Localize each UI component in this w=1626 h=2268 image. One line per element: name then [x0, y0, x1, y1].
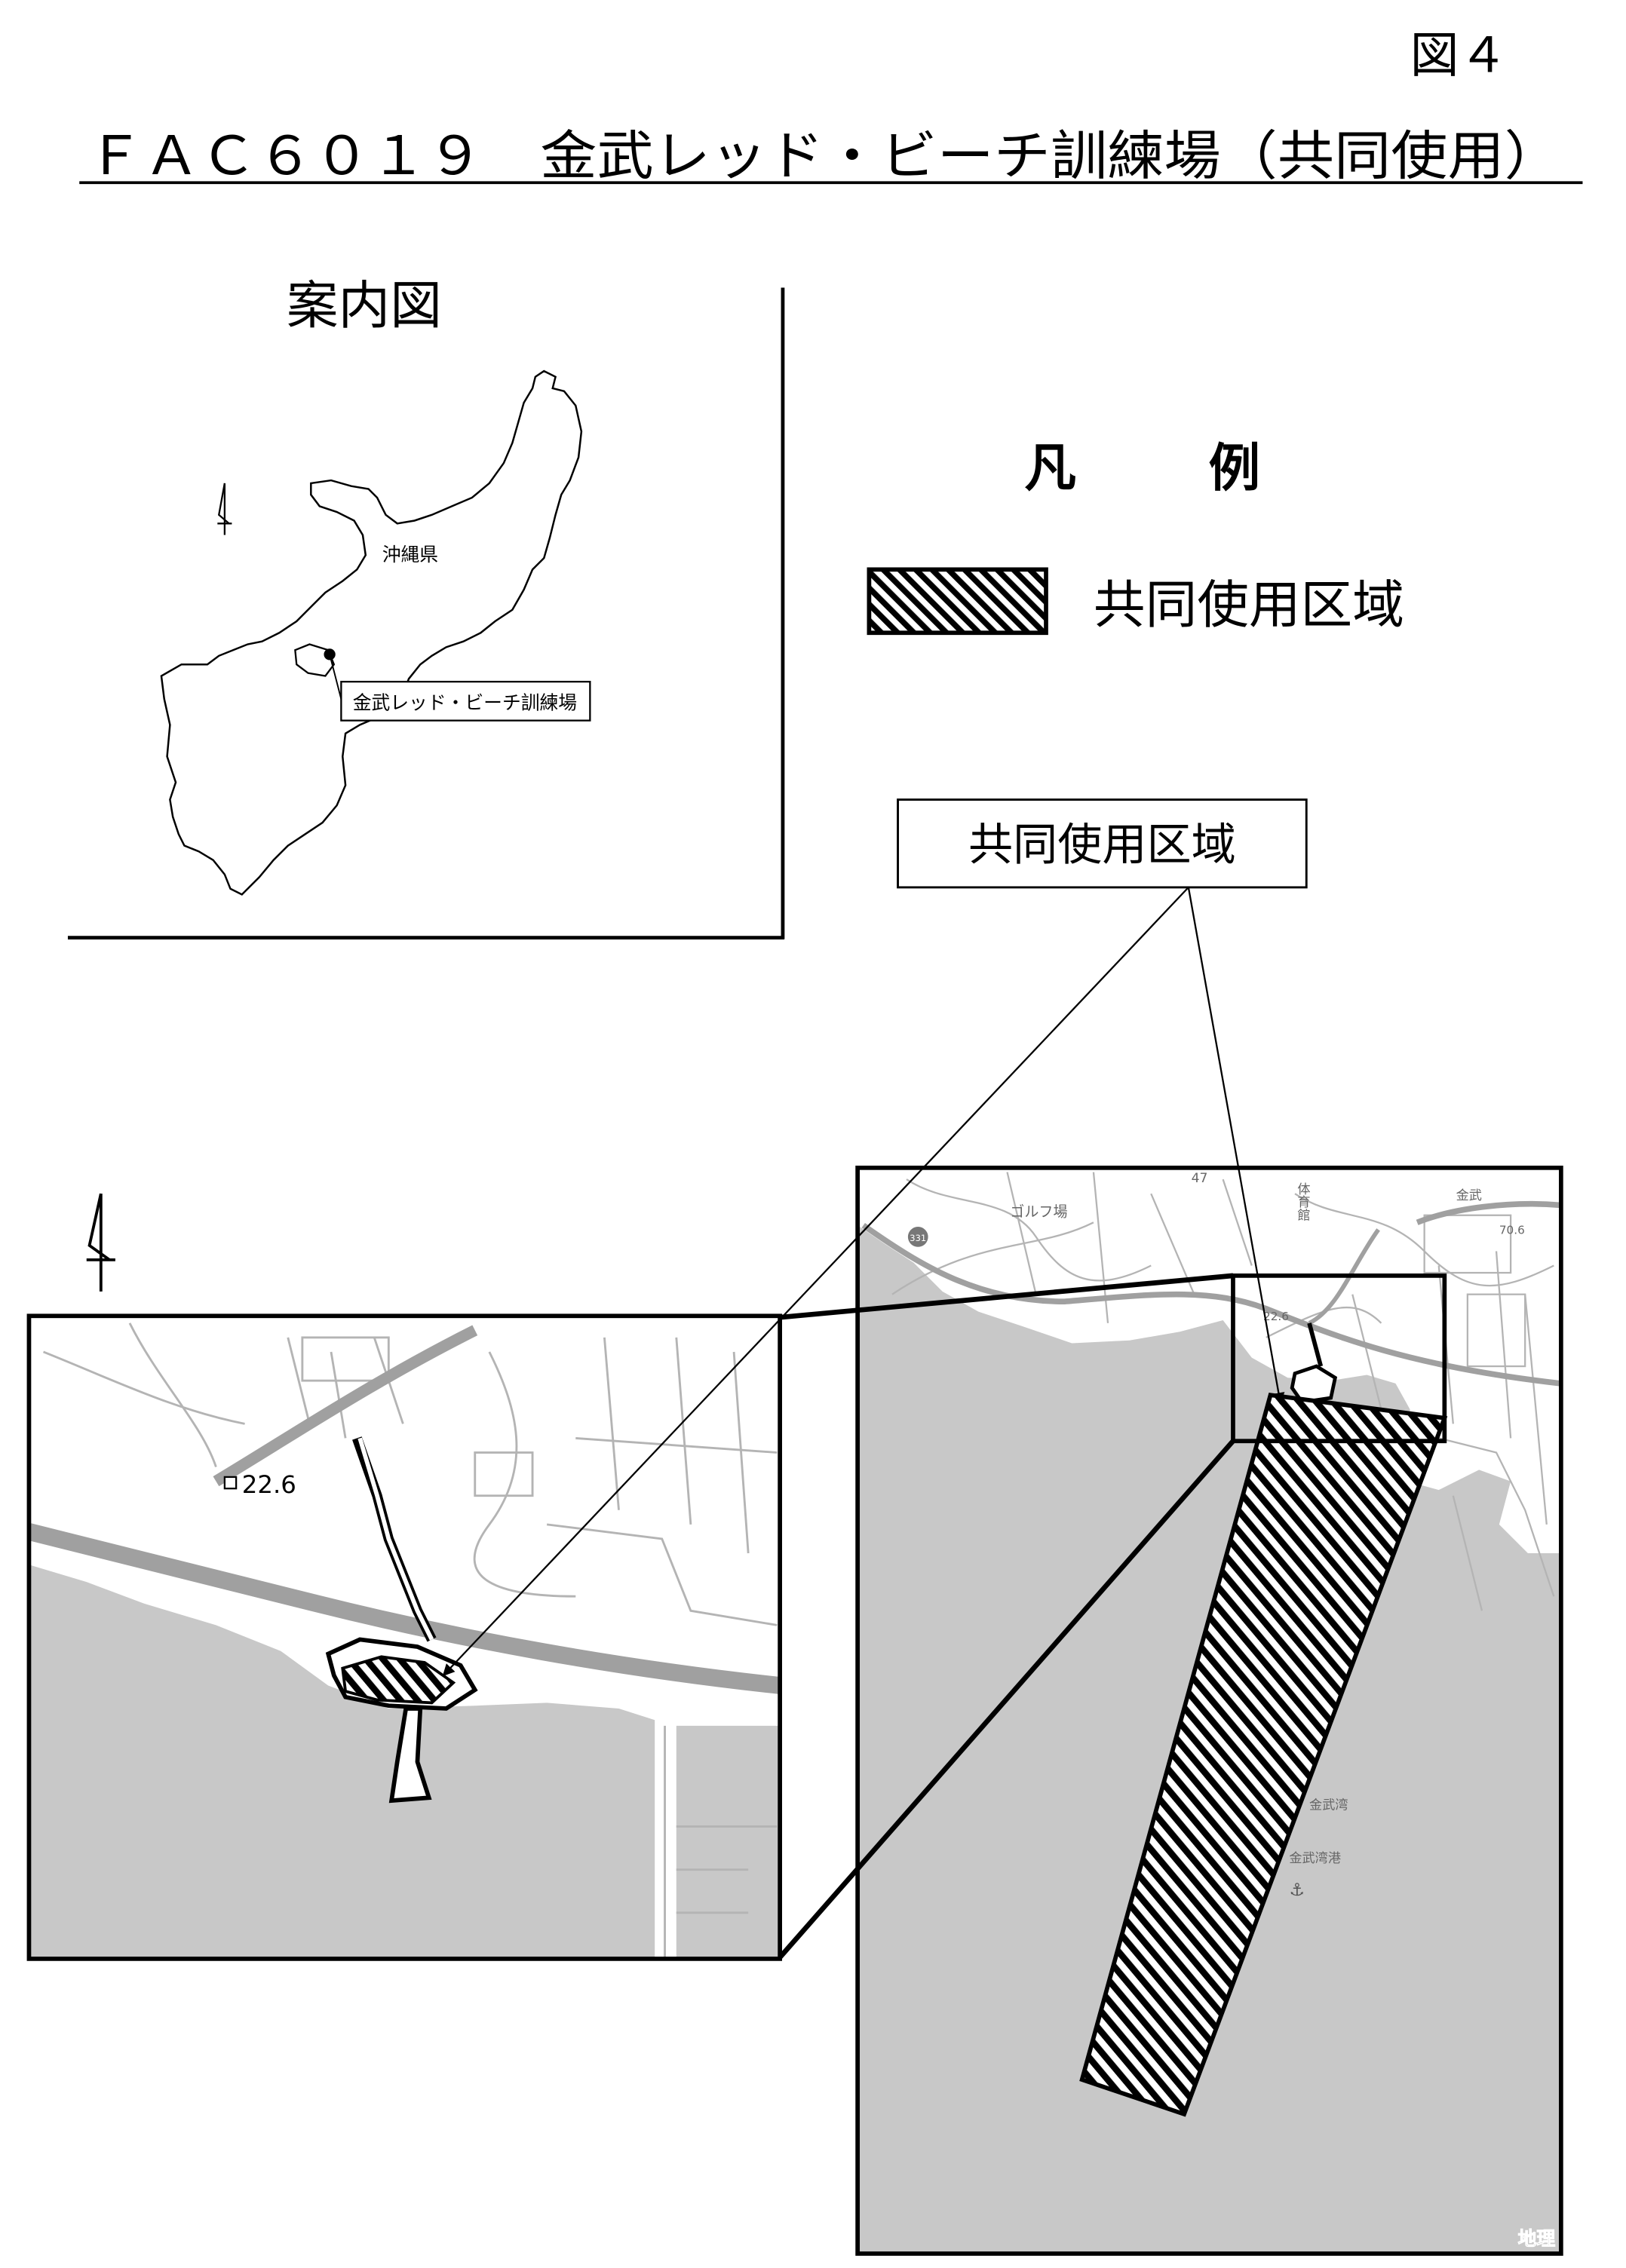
joint-use-land-parcel: [1290, 1364, 1338, 1405]
elevation-point-label: 22.6: [242, 1470, 296, 1499]
elevation-label-70-6: 70.6: [1499, 1224, 1525, 1237]
callout-label: 共同使用区域: [968, 819, 1236, 871]
zoom-region-box: [1231, 1273, 1447, 1444]
detail-map-main-road: [29, 1523, 781, 1694]
legend-title-char-2: 例: [1209, 439, 1261, 499]
detail-pier: [388, 1706, 432, 1804]
site-label-box: [340, 680, 591, 722]
area-map-road-2: [1308, 1228, 1380, 1326]
route-shield-icon: [907, 1227, 928, 1247]
bay-label: 金武湾: [1309, 1798, 1348, 1813]
zoom-connector-top: [779, 1273, 1234, 1320]
detail-map-harbor-water: [676, 1725, 781, 1959]
page-title: ＦＡＣ６０１９ 金武レッド・ビーチ訓練場（共同使用）: [87, 124, 1561, 187]
index-map: 案内図 沖縄県 金武レッド・ビーチ訓練場: [67, 276, 785, 940]
north-arrow-icon: [217, 483, 232, 535]
detail-map-sea: [29, 1565, 655, 1959]
joint-use-area-strip: [1079, 1393, 1448, 2117]
callout-leader-area: [1187, 887, 1285, 1405]
port-label: 金武湾港: [1289, 1851, 1341, 1866]
route-number: 331: [910, 1233, 926, 1243]
golf-course-label: ゴルフ場: [1010, 1204, 1067, 1221]
area-map-road: [1416, 1200, 1561, 1225]
gym-label: 体育館: [1295, 1182, 1311, 1221]
legend-swatch-joint-use-area: [867, 567, 1048, 636]
callout-box: [897, 798, 1308, 889]
elevation-label-22-6: 22.6: [1263, 1310, 1289, 1323]
callout-leader-detail: [442, 887, 1189, 1677]
legend-title-char-1: 凡: [1024, 439, 1076, 499]
okinawa-island-outline: [160, 369, 583, 896]
detail-joint-use-area: [341, 1655, 456, 1705]
legend: 凡 例 共同使用区域: [867, 439, 1404, 636]
benchmark-icon: [223, 1476, 238, 1490]
kin-town-label: 金武: [1456, 1188, 1482, 1203]
anchor-icon: ⚓: [1289, 1880, 1305, 1900]
figure-number: 図４: [1410, 27, 1508, 84]
area-map-coastal-road: [861, 1222, 1561, 1387]
north-arrow-large-icon: [86, 1193, 115, 1292]
site-label: 金武レッド・ビーチ訓練場: [353, 691, 577, 713]
road-number-label: 47: [1192, 1171, 1208, 1186]
legend-item-label: 共同使用区域: [1094, 575, 1404, 636]
map-credit: 地理: [1518, 2227, 1556, 2249]
zoom-connector-bottom: [778, 1439, 1235, 1960]
index-map-title: 案内図: [287, 276, 442, 336]
detail-map: 22.6: [29, 1316, 781, 1959]
detail-map-linework: [42, 1322, 778, 1959]
joint-use-pier-line: [1307, 1322, 1324, 1367]
kin-bay-coast: [294, 643, 336, 677]
detail-map-road: [213, 1325, 478, 1487]
prefecture-label: 沖縄県: [382, 544, 438, 565]
area-map: 331 47 ゴルフ場 体育館 金武 70.6 22.6 金武湾 金武湾港 ⚓ …: [857, 1167, 1561, 2254]
area-map-frame: [855, 1165, 1563, 2256]
detail-map-frame: [26, 1313, 782, 1961]
